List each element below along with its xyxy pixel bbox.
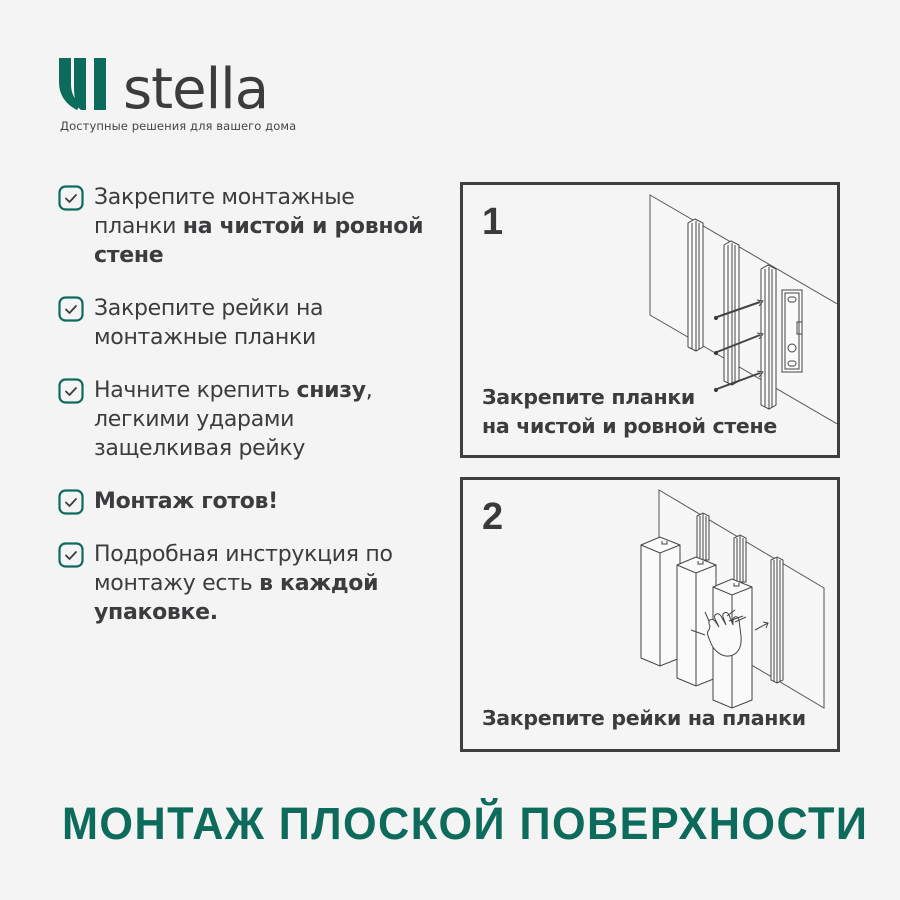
- screw-icon: [716, 372, 761, 390]
- mounting-strip-icon: [760, 264, 777, 410]
- screw-icon: [716, 334, 761, 353]
- step-item: Закрепите рейки на монтажные планки: [58, 294, 438, 352]
- slats-mounting-illustration: [640, 489, 825, 709]
- panel-caption: Закрепите планки на чистой и ровной стен…: [482, 385, 777, 438]
- mounting-strip-icon: [696, 512, 710, 561]
- step-item: Монтаж готов!: [58, 487, 438, 516]
- screw-icon: [716, 301, 761, 318]
- step-item: Подробная инструкция по монтажу есть в к…: [58, 540, 438, 627]
- step-text: Подробная инструкция по монтажу есть в к…: [94, 542, 393, 625]
- check-square-icon: [58, 489, 84, 515]
- step-text: Начните крепить снизу, легкими ударами з…: [94, 378, 373, 461]
- check-square-icon: [58, 296, 84, 322]
- brand-logo: stella: [59, 57, 269, 122]
- steps-list: Закрепите монтажные планки на чистой и р…: [58, 183, 438, 627]
- mounting-strip-icon: [770, 556, 784, 684]
- check-square-icon: [58, 185, 84, 211]
- page-headline: МОНТАЖ ПЛОСКОЙ ПОВЕРХНОСТИ: [62, 798, 869, 849]
- panel-caption: Закрепите рейки на планки: [482, 706, 806, 730]
- step-text: Закрепите монтажные планки на чистой и р…: [94, 185, 424, 268]
- slat-icon: [640, 536, 681, 667]
- brand-tagline: Доступные решения для вашего дома: [60, 119, 297, 133]
- mounting-strip-icon: [733, 534, 747, 583]
- stella-logo-icon: [59, 58, 106, 110]
- check-square-icon: [58, 378, 84, 404]
- wall-strips-illustration: [649, 194, 837, 425]
- hand-icon: [706, 612, 742, 657]
- step-text: Монтаж готов!: [94, 489, 278, 514]
- step-number: 1: [482, 201, 504, 243]
- step-number: 2: [482, 496, 504, 538]
- instruction-panel-1: 1 Закрепите планки на чистой и ровной ст…: [460, 182, 840, 458]
- step-item: Начните крепить снизу, легкими ударами з…: [58, 376, 438, 463]
- mounting-strip-icon: [687, 218, 704, 352]
- mounting-strip-icon: [723, 240, 740, 386]
- check-square-icon: [58, 542, 84, 568]
- instruction-panel-2: 2 Закрепите рейки на планки: [460, 477, 840, 752]
- step-text: Закрепите рейки на монтажные планки: [94, 296, 324, 350]
- spirit-level-icon: [781, 289, 803, 373]
- step-item: Закрепите монтажные планки на чистой и р…: [58, 183, 438, 270]
- brand-name: stella: [123, 57, 269, 122]
